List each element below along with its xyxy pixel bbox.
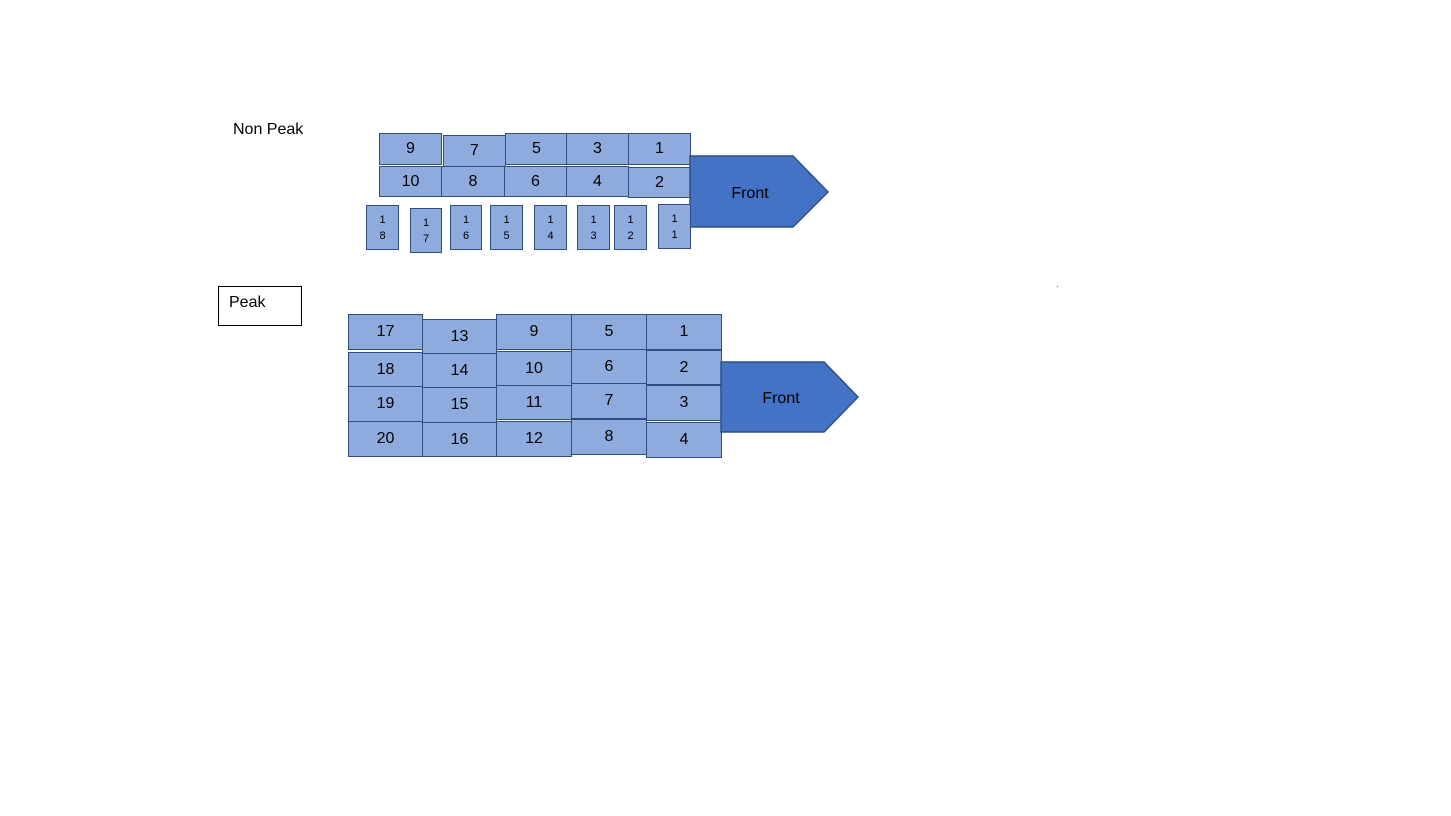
digit: 2 xyxy=(627,229,634,242)
digit: 5 xyxy=(503,229,510,242)
nonpeak-front-arrow: Front xyxy=(689,155,830,228)
stray-dot xyxy=(1057,286,1058,287)
peak-seat: 1 xyxy=(646,314,722,350)
peak-seat: 7 xyxy=(571,383,647,419)
peak-seat: 15 xyxy=(422,387,497,423)
nonpeak-seat: 2 xyxy=(628,167,691,198)
digit: 1 xyxy=(671,212,678,225)
peak-seat: 5 xyxy=(571,314,647,350)
nonpeak-seat: 1 xyxy=(628,133,691,165)
digit: 1 xyxy=(590,213,597,226)
peak-seat: 11 xyxy=(496,385,572,420)
nonpeak-seat: 4 xyxy=(566,166,629,197)
digit: 1 xyxy=(547,213,554,226)
peak-seat: 8 xyxy=(571,419,647,455)
peak-seat: 9 xyxy=(496,314,572,350)
nonpeak-seat: 7 xyxy=(443,135,506,167)
peak-seat: 12 xyxy=(496,421,572,457)
digit: 3 xyxy=(590,229,597,242)
nonpeak-seat: 5 xyxy=(505,133,568,165)
nonpeak-seat: 3 xyxy=(566,133,629,165)
nonpeak-seat: 9 xyxy=(379,133,442,165)
peak-seat: 16 xyxy=(422,422,497,457)
peak-seat: 2 xyxy=(646,350,722,385)
digit: 8 xyxy=(379,229,386,242)
peak-seat: 6 xyxy=(571,349,647,384)
nonpeak-seat: 8 xyxy=(441,166,505,197)
peak-seat: 19 xyxy=(348,386,423,422)
digit: 1 xyxy=(379,213,386,226)
peak-seat: 14 xyxy=(422,353,497,388)
peak-title-box: Peak xyxy=(218,286,302,326)
digit: 1 xyxy=(422,216,430,229)
peak-seat: 3 xyxy=(646,385,722,421)
digit: 1 xyxy=(671,228,678,241)
digit: 1 xyxy=(503,213,510,226)
peak-seat: 18 xyxy=(348,352,423,387)
peak-seat: 4 xyxy=(646,422,722,458)
digit: 1 xyxy=(627,213,634,226)
peak-seat: 10 xyxy=(496,351,572,386)
nonpeak-seat: 6 xyxy=(504,166,567,197)
nonpeak-seat: 10 xyxy=(379,166,442,197)
digit: 6 xyxy=(462,229,470,242)
peak-front-arrow: Front xyxy=(720,361,860,433)
digit: 4 xyxy=(547,229,554,242)
peak-seat: 13 xyxy=(422,319,497,354)
peak-title: Peak xyxy=(229,294,266,311)
peak-seat: 17 xyxy=(348,314,423,350)
peak-seat: 20 xyxy=(348,421,423,457)
digit: 1 xyxy=(462,213,470,226)
nonpeak-title: Non Peak xyxy=(233,121,304,138)
nonpeak-front-label: Front xyxy=(731,185,769,202)
peak-front-label: Front xyxy=(762,390,800,407)
digit: 7 xyxy=(422,232,430,245)
